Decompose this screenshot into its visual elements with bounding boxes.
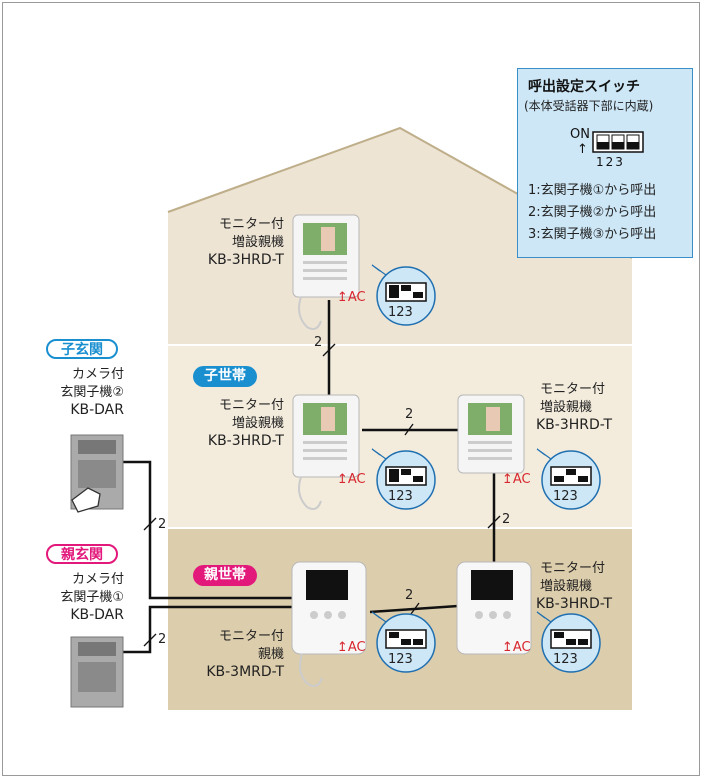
legend-item-1: 1:玄関子機①から呼出 (528, 183, 657, 198)
switch-bubble-parent-right (536, 611, 601, 673)
unit-parent-right-model: KB-3HRD-T (536, 596, 613, 612)
wire-count-door-1: 2 (158, 632, 167, 647)
unit-child-right-desc1: モニター付 (540, 382, 606, 397)
child-entrance-desc2: 玄関子機② (60, 385, 124, 400)
legend-subtitle: (本体受話器下部に内蔵) (524, 99, 654, 113)
switch-numbers-top: 123 (388, 305, 413, 320)
switch-bubble-top (371, 264, 436, 326)
child-household-tag: 子世帯 (193, 366, 257, 387)
wire-count-marks (143, 343, 501, 647)
main-monitor-unit-icon (291, 561, 367, 687)
unit-top-model: KB-3HRD-T (207, 252, 284, 268)
legend-item-2: 2:玄関子機②から呼出 (528, 205, 657, 220)
ac-label-child-right: ↥AC (502, 472, 531, 487)
child-entrance-model: KB-DAR (70, 402, 124, 418)
pointing-hand-icon (71, 487, 101, 513)
switch-numbers-parent-main: 123 (388, 652, 413, 667)
switch-bubble-parent-main (371, 611, 436, 673)
parent-entrance-tag: 親玄関 (46, 544, 118, 564)
legend-switch-numbers: 123 (596, 155, 625, 169)
monitor-unit-child-right-icon (457, 394, 525, 474)
ac-label-child-left: ↥AC (337, 472, 366, 487)
unit-child-left-desc1: モニター付 (218, 398, 284, 413)
monitor-unit-child-left-icon (292, 394, 360, 510)
switch-bubble-child-right (536, 448, 601, 510)
wire-count-top: 2 (314, 335, 323, 350)
wire-count-vertical: 2 (502, 512, 511, 527)
unit-child-right-model: KB-3HRD-T (536, 417, 613, 433)
child-entrance-desc1: カメラ付 (71, 367, 124, 382)
door-station-1-icon (70, 636, 124, 708)
wire-count-child: 2 (405, 407, 414, 422)
monitor-unit-parent-right-icon (456, 561, 532, 655)
unit-child-left-model: KB-3HRD-T (207, 433, 284, 449)
legend-title: 呼出設定スイッチ (528, 79, 640, 95)
unit-parent-right-desc1: モニター付 (540, 561, 606, 576)
legend-item-3: 3:玄関子機③から呼出 (528, 227, 657, 242)
switch-numbers-child-left: 123 (388, 489, 413, 504)
legend-on-label: ON (570, 127, 590, 142)
ac-label-top: ↥AC (337, 290, 366, 305)
monitor-unit-top-icon (292, 214, 360, 330)
wire-count-parent: 2 (405, 588, 414, 603)
door-station-2-icon (70, 434, 124, 513)
parent-entrance-model: KB-DAR (70, 607, 124, 623)
wiring (123, 300, 496, 654)
wire-count-door-2: 2 (158, 517, 167, 532)
unit-parent-main-desc1: モニター付 (218, 629, 284, 644)
parent-entrance-desc1: カメラ付 (71, 572, 124, 587)
ac-label-parent-main: ↥AC (337, 640, 366, 655)
switch-numbers-parent-right: 123 (553, 652, 578, 667)
switch-numbers-child-right: 123 (553, 489, 578, 504)
unit-top-desc2: 増設親機 (231, 235, 284, 250)
unit-parent-main-model: KB-3MRD-T (206, 664, 284, 680)
unit-child-right-desc2: 増設親機 (540, 400, 593, 415)
unit-top-desc1: モニター付 (218, 217, 284, 232)
ac-label-parent-right: ↥AC (502, 640, 531, 655)
call-setting-switch-legend: 呼出設定スイッチ (本体受話器下部に内蔵) ON ↑ 123 1:玄関子機①から… (517, 68, 693, 258)
legend-dip-switch-icon (592, 131, 644, 153)
switch-bubble-child-left (371, 448, 436, 510)
parent-entrance-desc2: 玄関子機① (60, 590, 124, 605)
unit-parent-right-desc2: 増設親機 (540, 579, 593, 594)
parent-household-tag: 親世帯 (193, 565, 257, 586)
legend-up-arrow: ↑ (577, 142, 588, 157)
child-entrance-tag: 子玄関 (46, 339, 118, 359)
unit-child-left-desc2: 増設親機 (231, 416, 284, 431)
unit-parent-main-desc2: 親機 (257, 647, 284, 662)
attic-area (168, 128, 632, 345)
